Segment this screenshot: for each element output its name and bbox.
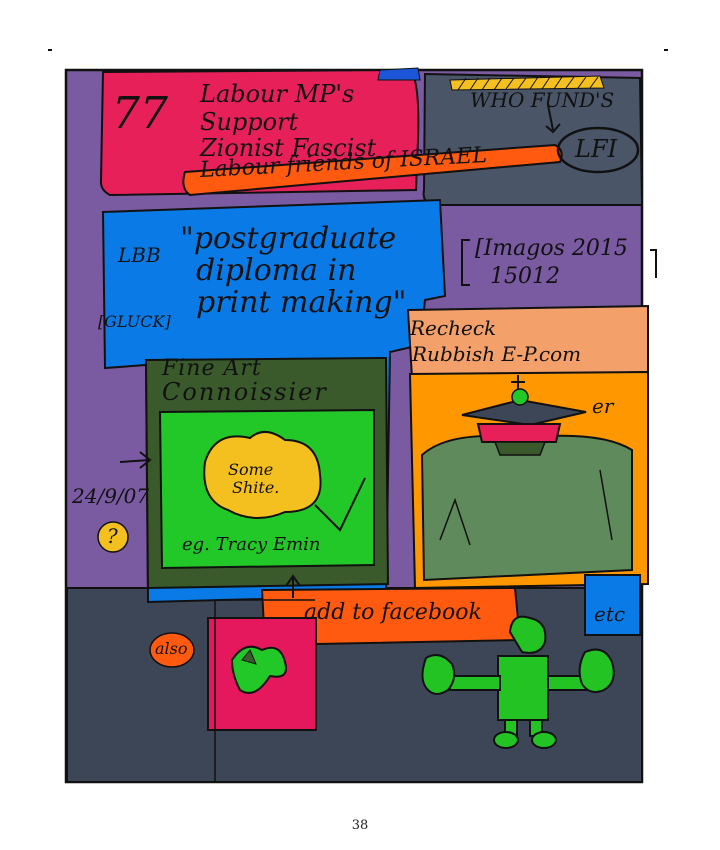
panel-number: 77: [112, 88, 168, 139]
red-panel-line1: Labour MP's: [200, 80, 355, 108]
green-panel-caption: eg. Tracy Emin: [182, 534, 321, 555]
annotation-right-line1: [Imagos 2015: [475, 236, 628, 261]
yellow-blob: [203, 431, 322, 519]
annotation-right-line2: 15012: [490, 264, 560, 289]
green-panel-title-line1: Fine Art: [162, 356, 262, 381]
blue-panel-prefix: LBB: [118, 243, 161, 267]
peach-panel-line1: Recheck: [410, 316, 497, 340]
lfi-oval: [556, 126, 640, 174]
also-label: also: [155, 639, 188, 658]
blob-line1: Some: [228, 460, 274, 479]
etc-label: etc: [594, 602, 626, 626]
blue-panel-line2: diploma in: [196, 253, 357, 288]
also-badge: [149, 632, 195, 668]
question-badge: [97, 521, 129, 553]
blue-panel-tag: [GLUCK]: [98, 312, 171, 331]
blob-line2: Shite.: [232, 478, 280, 497]
question-mark: ?: [107, 524, 118, 548]
page-number: 38: [351, 818, 369, 833]
red-panel-line3: Zionist Fascist: [200, 134, 377, 162]
lfi-label: LFI: [575, 135, 618, 163]
sage-block: [420, 434, 633, 582]
blue-panel-line1: "postgraduate: [180, 221, 397, 256]
red-panel-line2: Support: [200, 108, 299, 136]
orange-panel-mark: er: [592, 394, 614, 418]
blue-panel-line3: print making": [196, 285, 407, 320]
green-robot: [421, 615, 615, 749]
facebook-banner-text: add to facebook: [304, 600, 482, 625]
date-note: 24/9/07: [72, 484, 150, 508]
peach-panel-line2: Rubbish E-P.com: [412, 342, 582, 366]
green-panel-title-line2: Connoissier: [162, 378, 328, 406]
who-funds-label: WHO FUND'S: [470, 88, 615, 112]
